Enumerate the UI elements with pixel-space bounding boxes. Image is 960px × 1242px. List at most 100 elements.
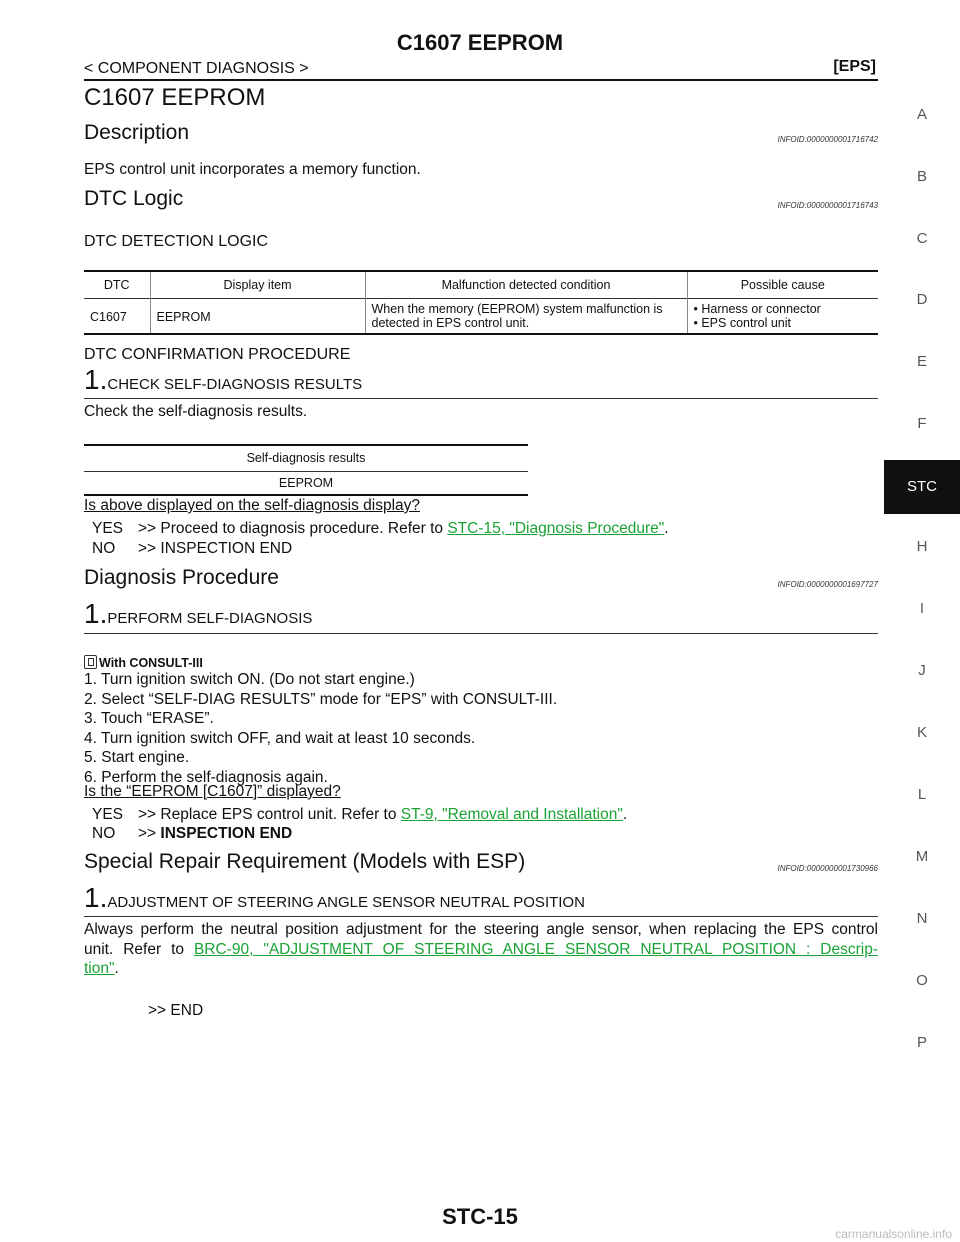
table-row: C1607 EEPROM When the memory (EEPROM) sy… [84, 298, 878, 334]
special-text-line-3: tion". [84, 960, 119, 978]
step-title: CHECK SELF-DIAGNOSIS RESULTS [107, 376, 363, 393]
tab-o[interactable]: O [916, 972, 928, 989]
list-item: 2. Select “SELF-DIAG RESULTS” mode for “… [84, 690, 558, 708]
brc-link[interactable]: BRC-90, "ADJUSTMENT OF STEERING ANGLE SE… [193, 941, 879, 958]
system-label: [EPS] [833, 58, 876, 75]
tab-p[interactable]: P [916, 1034, 927, 1051]
tab-f[interactable]: F [917, 415, 927, 432]
watermark: carmanualsonline.info [835, 1227, 952, 1241]
tab-e[interactable]: E [916, 353, 927, 370]
page-heading: C1607 EEPROM [84, 84, 266, 111]
step-rule [84, 633, 878, 634]
removal-installation-link[interactable]: ST-9, "Removal and Installation" [400, 806, 623, 823]
tab-i[interactable]: I [919, 600, 925, 617]
step-rule [84, 916, 878, 917]
diagnosis-procedure-link[interactable]: STC-15, "Diagnosis Procedure" [447, 520, 665, 537]
no-key: NO [92, 825, 116, 842]
condition-line-2: detected in EPS control unit. [371, 315, 530, 330]
no-text: >> INSPECTION END [138, 540, 293, 557]
consult-label: With CONSULT-III [84, 655, 203, 670]
dtc-confirmation-title: DTC CONFIRMATION PROCEDURE [84, 346, 351, 363]
step-number: 1. [84, 364, 108, 395]
self-diagnosis-table: Self-diagnosis results EEPROM [84, 444, 528, 496]
answer-yes: YES >> Replace EPS control unit. Refer to… [92, 806, 627, 824]
table-header-row: DTC Display item Malfunction detected co… [84, 271, 878, 298]
diag-question: Is the “EEPROM [C1607]” displayed? [84, 783, 341, 800]
diagnosis-infoid: INFOID:0000000001697727 [777, 580, 878, 589]
special-step-1-title: 1.ADJUSTMENT OF STEERING ANGLE SENSOR NE… [84, 882, 585, 914]
page-number: STC-15 [442, 1204, 518, 1229]
answer-no: NO >> INSPECTION END [92, 540, 292, 558]
sd-header: Self-diagnosis results [246, 451, 366, 466]
dtc-question: Is above displayed on the self-diagnosis… [84, 497, 421, 514]
special-heading: Special Repair Requirement (Models with … [84, 850, 526, 873]
step-text: Check the self-diagnosis results. [84, 403, 308, 420]
end-marker: >> END [148, 1002, 204, 1019]
yes-text: >> Replace EPS control unit. Refer to [138, 806, 401, 823]
dtc-table: DTC Display item Malfunction detected co… [84, 270, 878, 335]
cause-line-2: • EPS control unit [693, 315, 791, 330]
step-rule [84, 398, 878, 399]
no-key: NO [92, 540, 116, 557]
procedure-steps: 1. Turn ignition switch ON. (Do not star… [84, 670, 557, 787]
tab-c[interactable]: C [916, 230, 928, 247]
cell-condition: When the memory (EEPROM) system malfunct… [364, 298, 687, 334]
yes-key: YES [92, 806, 124, 823]
sd-value: EEPROM [278, 475, 334, 490]
special-infoid: INFOID:0000000001730966 [777, 864, 878, 873]
special-text-line-1: Always perform the neutral position adju… [84, 921, 878, 938]
description-text: EPS control unit incorporates a memory f… [84, 161, 421, 178]
step-title: PERFORM SELF-DIAGNOSIS [107, 610, 313, 627]
cell-display: EEPROM [149, 298, 365, 334]
tab-stc[interactable]: STC [884, 460, 960, 514]
special-text-line-2: unit. Refer to BRC-90, "ADJUSTMENT OF ST… [84, 941, 878, 959]
col-possible-cause: Possible cause [686, 271, 878, 298]
tab-h[interactable]: H [916, 538, 928, 555]
diagnosis-heading: Diagnosis Procedure [84, 566, 279, 589]
description-infoid: INFOID:0000000001716742 [777, 135, 878, 144]
col-malfunction: Malfunction detected condition [364, 271, 687, 298]
table-row: EEPROM [84, 471, 528, 495]
running-title: C1607 EEPROM [396, 30, 564, 55]
list-item: 6. Perform the self-diagnosis again. [84, 768, 328, 786]
answer-no: NO >> INSPECTION END [92, 825, 292, 843]
tab-k[interactable]: K [916, 724, 927, 741]
section-label: < COMPONENT DIAGNOSIS > [84, 60, 309, 77]
description-heading: Description [84, 121, 190, 144]
yes-end: . [664, 520, 669, 537]
condition-line-1: When the memory (EEPROM) system malfunct… [371, 301, 663, 316]
brc-link-continued[interactable]: tion" [84, 960, 115, 977]
yes-text: >> Proceed to diagnosis procedure. Refer… [138, 520, 448, 537]
tab-l[interactable]: L [917, 786, 927, 803]
yes-key: YES [92, 520, 124, 537]
cell-cause: • Harness or connector • EPS control uni… [686, 298, 878, 334]
tab-m[interactable]: M [915, 848, 929, 865]
diag-step-1-title: 1.PERFORM SELF-DIAGNOSIS [84, 598, 312, 630]
tab-d[interactable]: D [916, 291, 928, 308]
step-number: 1. [84, 882, 108, 913]
dtc-logic-infoid: INFOID:0000000001716743 [777, 201, 878, 210]
tab-b[interactable]: B [916, 168, 927, 185]
table-header-row: Self-diagnosis results [84, 445, 528, 471]
consult-text: With CONSULT-III [99, 656, 203, 670]
no-arrow: >> [138, 825, 161, 842]
step-title: ADJUSTMENT OF STEERING ANGLE SENSOR NEUT… [107, 894, 585, 911]
special-text-end: . [114, 960, 119, 977]
tab-a[interactable]: A [916, 106, 927, 123]
dtc-detection-title: DTC DETECTION LOGIC [84, 233, 269, 250]
col-display-item: Display item [149, 271, 365, 298]
answer-yes: YES >> Proceed to diagnosis procedure. Re… [92, 520, 669, 538]
tab-j[interactable]: J [918, 662, 926, 679]
cell-dtc: C1607 [90, 309, 127, 324]
tab-n[interactable]: N [916, 910, 928, 927]
consult-icon [84, 655, 97, 669]
list-item: 3. Touch “ERASE”. [84, 710, 214, 727]
list-item: 1. Turn ignition switch ON. (Do not star… [84, 671, 415, 688]
special-text-refer: unit. Refer to [84, 941, 194, 958]
no-text: INSPECTION END [160, 825, 293, 842]
list-item: 5. Start engine. [84, 749, 190, 766]
dtc-logic-heading: DTC Logic [84, 187, 184, 210]
step-1-title: 1.CHECK SELF-DIAGNOSIS RESULTS [84, 364, 362, 396]
yes-end: . [622, 806, 628, 823]
col-dtc: DTC [103, 277, 130, 292]
